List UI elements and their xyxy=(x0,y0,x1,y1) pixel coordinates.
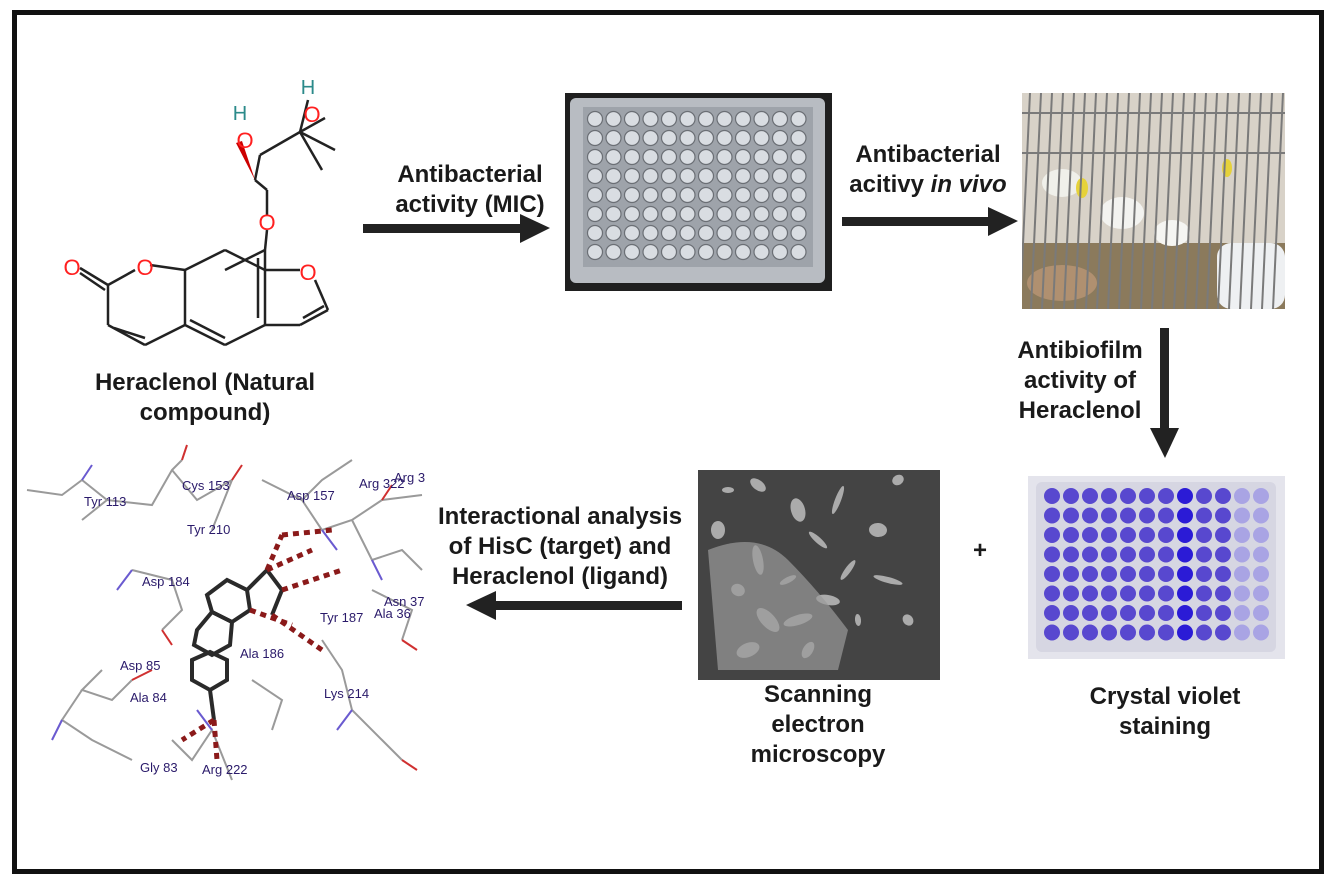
svg-text:Asn 37: Asn 37 xyxy=(384,594,424,609)
hydroxyl2-oxygen-label: O xyxy=(303,102,320,127)
crystal-violet-caption: Crystal violet staining xyxy=(1089,683,1241,740)
furan-oxygen-label: O xyxy=(299,260,316,285)
svg-text:Arg 3: Arg 3 xyxy=(394,470,425,485)
mic-step-label: Antibacterial activity (MIC) xyxy=(395,161,545,218)
ring-oxygen-label: O xyxy=(136,255,153,280)
molecule-caption: Heraclenol (Natural compound) xyxy=(94,369,316,426)
arrow-right-2 xyxy=(842,207,1018,236)
carbonyl-oxygen-label: O xyxy=(63,255,80,280)
arrow-right-1 xyxy=(363,214,550,243)
hydroxyl2-hydrogen-label: H xyxy=(301,80,315,99)
svg-text:Tyr 187: Tyr 187 xyxy=(320,610,363,625)
svg-text:Tyr 113: Tyr 113 xyxy=(84,494,126,509)
svg-text:Asp 85: Asp 85 xyxy=(120,658,160,673)
sem-caption: Scanning electron microscopy xyxy=(750,681,886,768)
svg-text:Ala 36: Ala 36 xyxy=(374,606,411,621)
hydroxyl-hydrogen-label: H xyxy=(233,103,247,125)
hydroxyl-oxygen-label: O xyxy=(236,128,253,153)
sem-photo xyxy=(698,470,940,680)
svg-text:Ala 84: Ala 84 xyxy=(130,690,167,705)
docking-diagram: Tyr 113 Cys 153 Tyr 210 Asp 157 Arg 322 … xyxy=(26,444,425,781)
invivo-step-label: Antibacterial acitivy in vivo xyxy=(849,141,1007,198)
arrow-down xyxy=(1150,328,1179,458)
svg-text:Ala 186: Ala 186 xyxy=(240,646,284,661)
svg-text:Arg 222: Arg 222 xyxy=(202,762,248,777)
ether-oxygen-label: O xyxy=(258,210,275,235)
arrow-left xyxy=(466,591,682,620)
svg-text:Lys 214: Lys 214 xyxy=(324,686,369,701)
svg-text:Asp 184: Asp 184 xyxy=(142,574,190,589)
svg-text:Cys 153: Cys 153 xyxy=(182,478,230,493)
svg-text:Asp 157: Asp 157 xyxy=(287,488,335,503)
plus-sign: + xyxy=(972,537,987,564)
svg-text:Arg 322: Arg 322 xyxy=(359,476,405,491)
crystal-violet-plate-photo xyxy=(1028,476,1285,659)
heraclenol-structure: O O H O H O O O xyxy=(63,80,336,347)
mice-cage-photo xyxy=(1022,93,1285,309)
svg-text:Gly 83: Gly 83 xyxy=(140,760,178,775)
svg-text:Tyr 210: Tyr 210 xyxy=(187,522,230,537)
biofilm-step-label: Antibiofilm activity of Heraclenol xyxy=(1017,337,1143,424)
well-plate-photo xyxy=(565,93,832,291)
interaction-step-label: Interactional analysis of HisC (target) … xyxy=(437,503,683,590)
